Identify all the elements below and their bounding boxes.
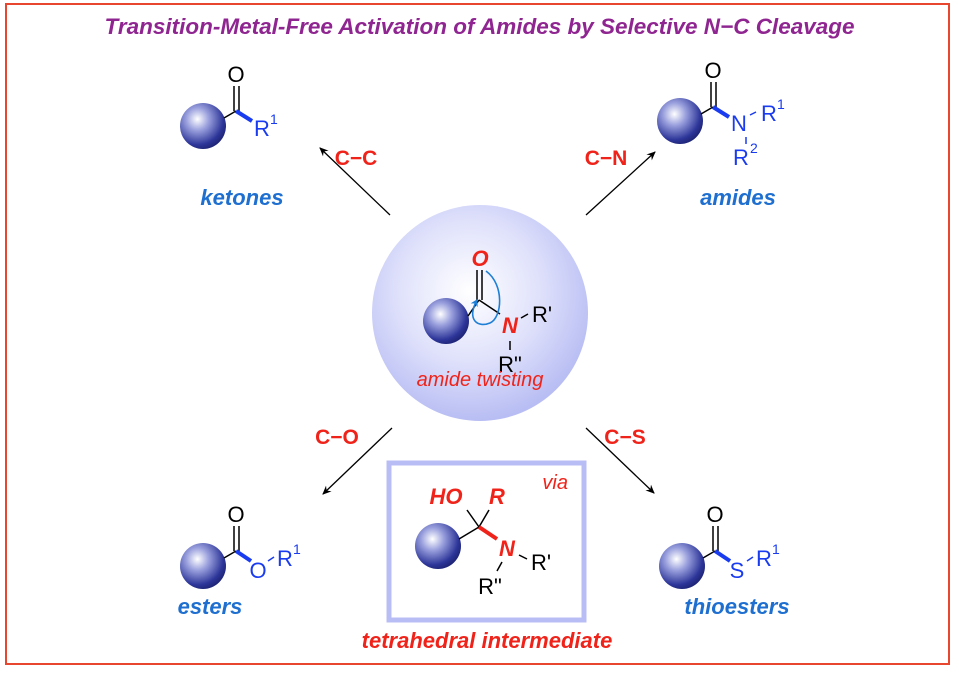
via-label: via [542,472,568,494]
arrow-to-amides [585,151,656,216]
product-amides: O N R 1 R 2 amides [657,58,785,210]
arrow-to-esters [322,427,393,495]
amide-r1: R [761,101,777,126]
substrate-ball-icon [180,543,226,589]
center-r-prime: R' [532,302,552,327]
substrate-ball-icon [657,98,703,144]
center-oxygen: O [471,246,488,271]
intermediate-r: R [489,484,505,509]
ester-r: R [277,546,293,571]
bond-label-cn: C−N [585,147,628,170]
amide-r2: R [733,145,749,170]
product-label-amides: amides [700,185,776,210]
ketone-oxygen: O [227,62,244,87]
ketone-r: R [254,116,270,141]
substrate-ball-icon [415,523,461,569]
amide-nitrogen: N [731,111,747,136]
arrow-to-ketones [319,147,391,216]
ester-carbonyl-oxygen: O [227,502,244,527]
bond-label-cs: C−S [604,426,645,449]
intermediate-nitrogen: N [499,536,516,561]
amide-r2-superscript: 2 [750,140,758,156]
thioester-r-superscript: 1 [772,541,780,557]
substrate-ball-icon [659,543,705,589]
product-label-ketones: ketones [200,185,283,210]
intermediate-r-prime: R' [531,550,551,575]
center-caption: amide twisting [417,369,544,391]
intermediate-r-double-prime: R" [478,574,502,599]
amide-oxygen: O [704,58,721,83]
bond-label-co: C−O [315,426,359,449]
tetrahedral-intermediate: via HO R N R' R" tetrahedral intermediat… [362,460,613,653]
center-amide: O N R' R" amide twisting [372,205,588,421]
center-r-double-prime: R" [498,352,522,377]
center-nitrogen: N [502,313,519,338]
arrow-to-thioesters [585,427,655,494]
diagram-title: Transition-Metal-Free Activation of Amid… [104,14,855,39]
product-thioesters: O S R 1 thioesters [659,502,790,619]
diagram-frame [5,3,950,665]
thioester-sulfur: S [730,558,745,583]
ester-r-superscript: 1 [293,541,301,557]
intermediate-caption: tetrahedral intermediate [362,628,613,653]
thioester-r: R [756,546,772,571]
ketone-r-superscript: 1 [270,111,278,127]
product-label-esters: esters [178,594,243,619]
intermediate-hydroxyl: HO [430,484,463,509]
intermediate-box [386,460,587,623]
center-sphere [372,205,588,421]
thioester-oxygen: O [706,502,723,527]
amide-r1-superscript: 1 [777,96,785,112]
substrate-ball-icon [423,298,469,344]
twist-arrow-icon [470,270,501,326]
substrate-ball-icon [180,103,226,149]
bond-label-cc: C−C [335,147,378,170]
product-esters: O O R 1 esters [178,502,301,619]
ester-oxygen: O [249,558,266,583]
product-ketones: O R 1 ketones [180,62,284,210]
product-label-thioesters: thioesters [684,594,789,619]
